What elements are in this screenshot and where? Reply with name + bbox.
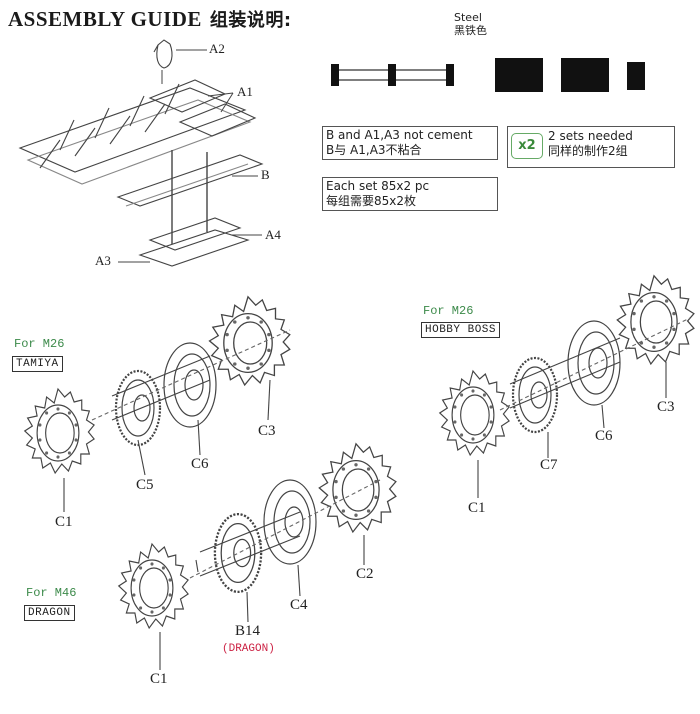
tamiya-part-c5: C5 xyxy=(136,477,154,493)
hobbyboss-brand-label: HOBBY BOSS xyxy=(421,322,501,338)
tamiya-part-c1: C1 xyxy=(55,514,73,530)
hobbyboss-part-c6: C6 xyxy=(595,428,613,444)
dragon-brand-label: DRAGON xyxy=(24,605,75,621)
hobbyboss-part-c1: C1 xyxy=(468,500,486,516)
steel-label-en: Steel xyxy=(454,11,482,24)
dragon-part-c2: C2 xyxy=(356,566,374,582)
dragon-part-c4: C4 xyxy=(290,597,308,613)
count-note: Each set 85x2 pc 每组需要85x2枚 xyxy=(322,177,498,211)
steel-pin-icon xyxy=(331,64,454,86)
steel-label-cn: 黑铁色 xyxy=(454,24,487,37)
sets-note-en: 2 sets needed xyxy=(548,129,633,143)
count-note-cn: 每组需要85x2枚 xyxy=(326,194,417,208)
tamiya-part-c3: C3 xyxy=(258,423,276,439)
track-assembly-drawing xyxy=(18,39,264,267)
dragon-for-label: For M46 xyxy=(26,586,77,600)
multiplier-badge: x2 xyxy=(511,133,543,159)
steel-block-icon xyxy=(627,62,645,90)
sets-note: x2 2 sets needed 同样的制作2组 xyxy=(507,126,675,168)
steel-block-icon xyxy=(561,58,609,92)
title-cn: 组装说明: xyxy=(209,10,292,31)
count-note-en: Each set 85x2 pc xyxy=(326,179,430,193)
hobbyboss-part-c3: C3 xyxy=(657,399,675,415)
tamiya-brand-label: TAMIYA xyxy=(12,356,63,372)
cement-note: B and A1,A3 not cement B与 A1,A3不粘合 xyxy=(322,126,498,160)
tamiya-part-c6: C6 xyxy=(191,456,209,472)
hobbyboss-for-label: For M26 xyxy=(423,304,474,318)
leader-lines xyxy=(118,49,262,263)
hobbyboss-part-c7: C7 xyxy=(540,457,558,473)
dragon-part-b14: B14 xyxy=(235,623,261,639)
part-label-a2: A2 xyxy=(209,41,225,56)
cement-note-cn: B与 A1,A3不粘合 xyxy=(326,143,422,157)
sets-note-cn: 同样的制作2组 xyxy=(548,144,628,158)
part-label-a4: A4 xyxy=(265,227,281,242)
dragon-note: (DRAGON) xyxy=(222,643,275,655)
cement-note-en: B and A1,A3 not cement xyxy=(326,128,473,142)
dragon-part-c1: C1 xyxy=(150,671,168,687)
part-label-b: B xyxy=(261,167,270,182)
dragon-sprocket-drawing xyxy=(118,443,397,670)
part-label-a1: A1 xyxy=(237,84,253,99)
hobbyboss-sprocket-drawing xyxy=(439,275,695,498)
part-label-a3: A3 xyxy=(95,253,111,268)
steel-block-icon xyxy=(495,58,543,92)
page-title: ASSEMBLY GUIDE 组装说明: xyxy=(8,6,292,32)
title-en: ASSEMBLY GUIDE xyxy=(8,7,202,31)
steel-legend: Steel 黑铁色 xyxy=(454,11,487,37)
tamiya-for-label: For M26 xyxy=(14,337,65,351)
tamiya-sprocket-drawing xyxy=(24,296,291,512)
